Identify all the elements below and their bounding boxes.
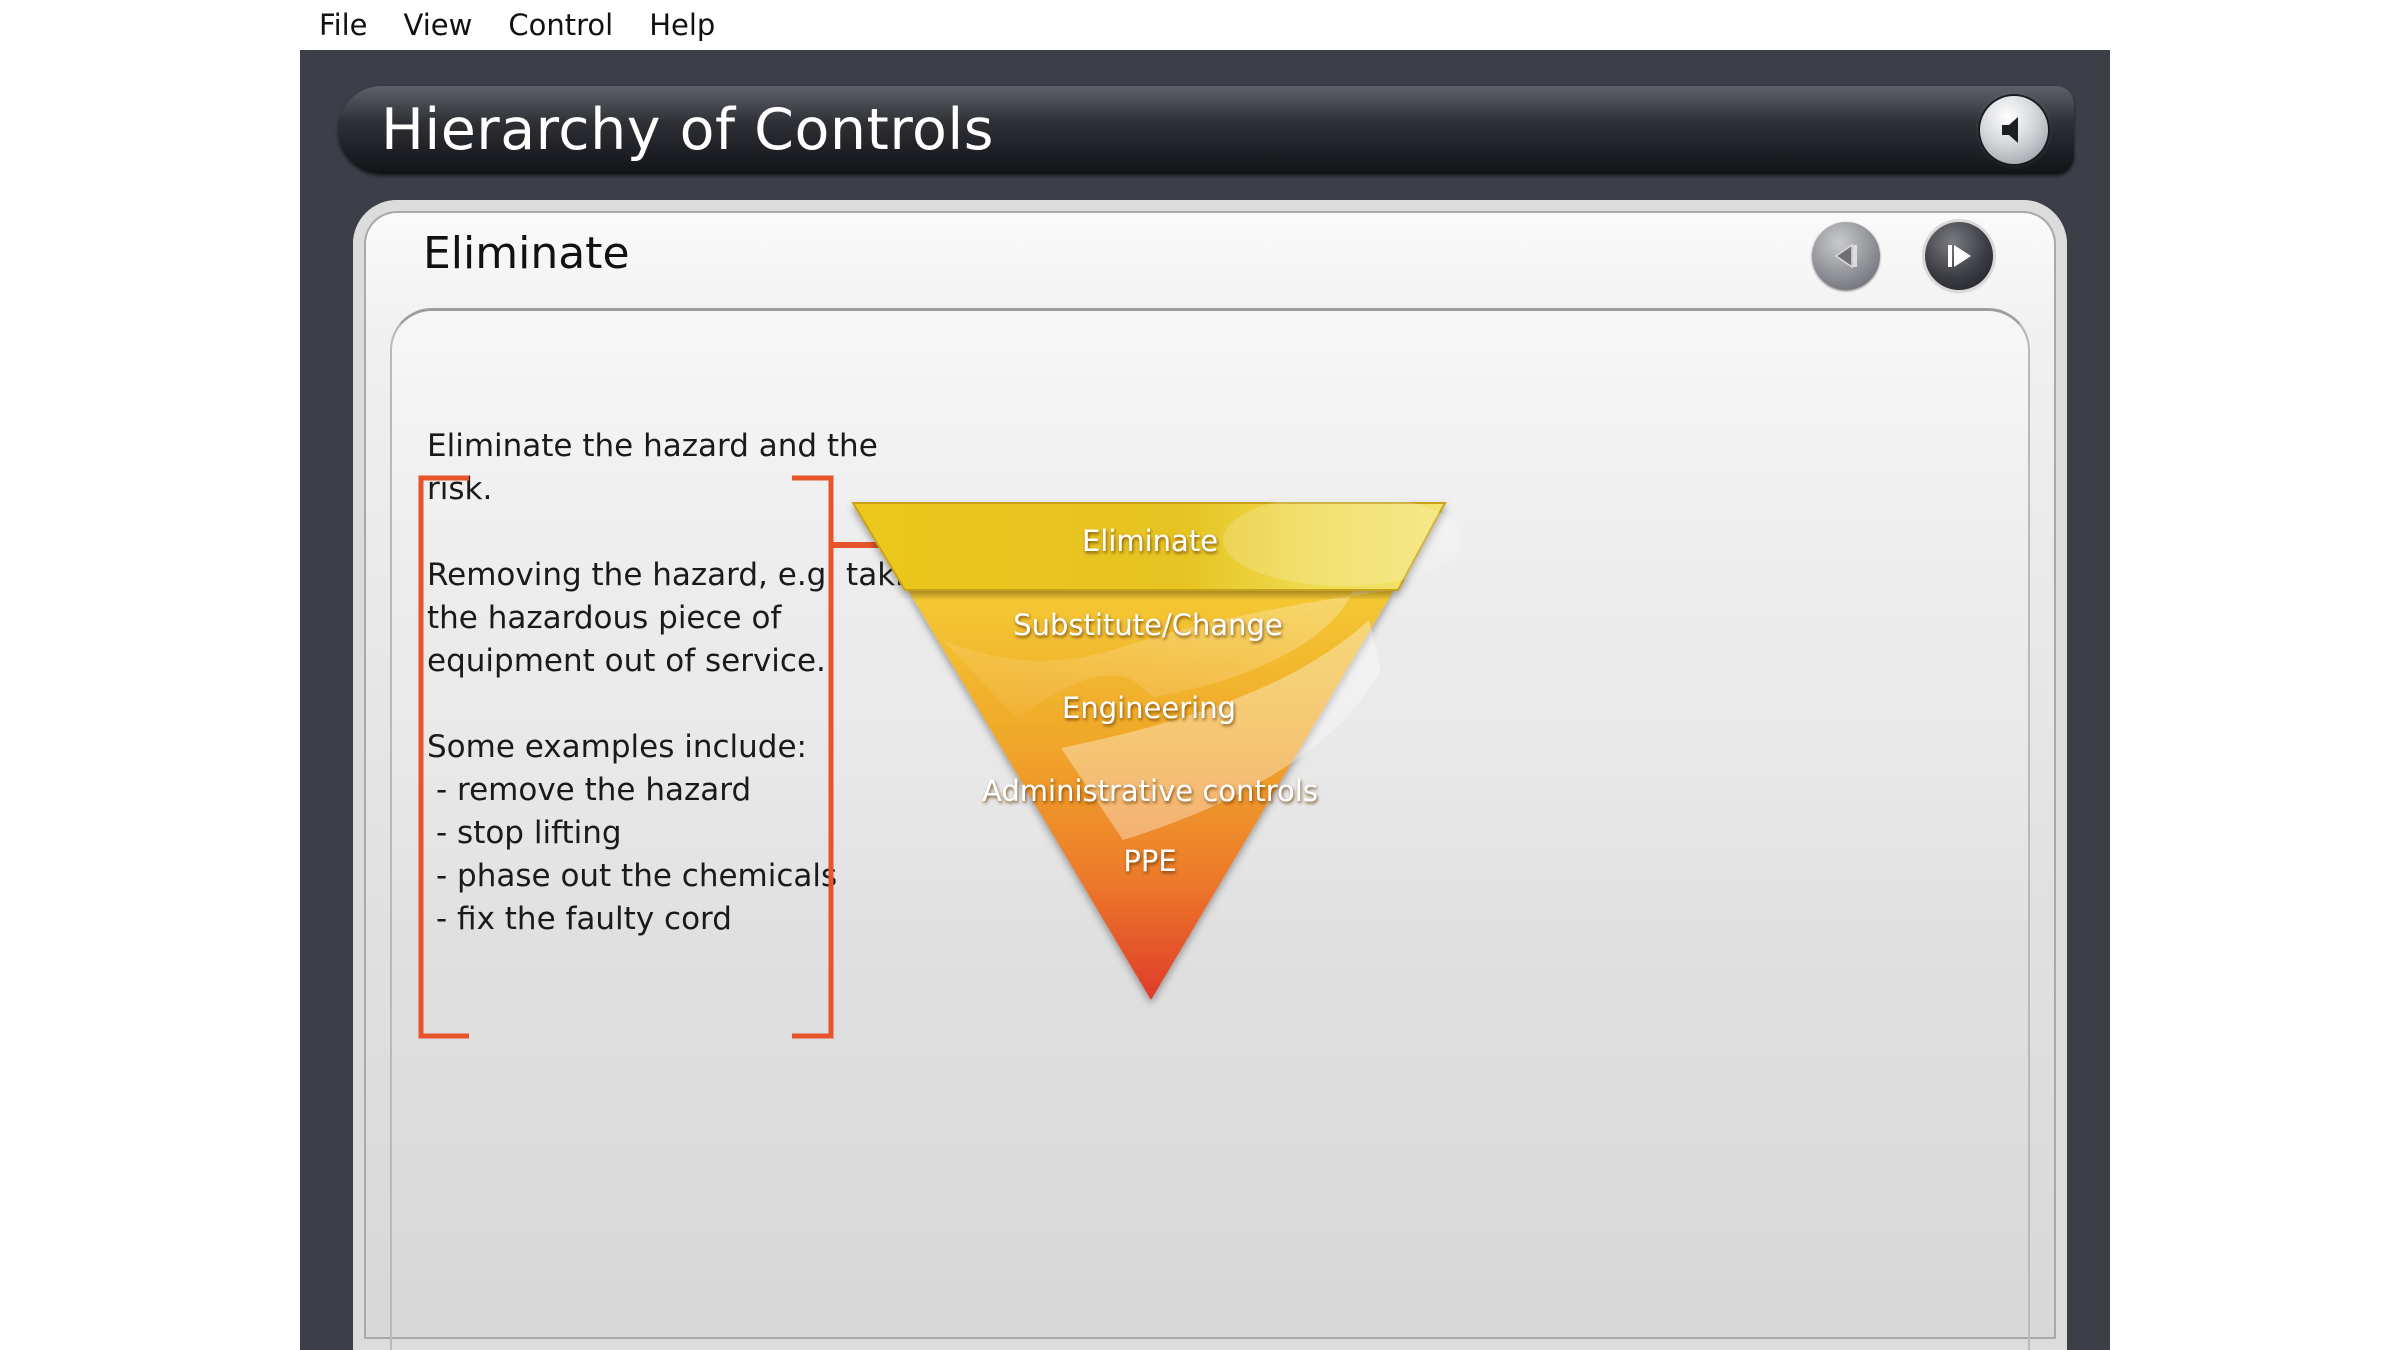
slide-title: Eliminate (423, 228, 630, 279)
next-icon (1948, 245, 1971, 267)
description-intro: Eliminate the hazard and the risk. (427, 428, 878, 507)
course-title: Hierarchy of Controls (381, 97, 994, 163)
list-item: - fix the faulty cord (436, 901, 732, 937)
speaker-icon (2002, 117, 2018, 143)
pyramid-level-eliminate (851, 502, 1447, 591)
title-bar: Hierarchy of Controls (338, 86, 2074, 174)
next-button[interactable] (1925, 222, 1993, 290)
list-item: - phase out the chemicals (436, 858, 838, 894)
description-text: Eliminate the hazard and the risk. Remov… (427, 425, 947, 941)
menu-control[interactable]: Control (508, 8, 614, 42)
previous-button[interactable] (1812, 222, 1880, 290)
menu-file[interactable]: File (319, 8, 368, 42)
description-detail: Removing the hazard, e.g. taking the haz… (427, 557, 944, 679)
menu-help[interactable]: Help (649, 8, 716, 42)
menu-view[interactable]: View (403, 8, 473, 42)
examples-heading: Some examples include: (427, 729, 807, 765)
content-frame: Eliminate Eliminate the hazard and the r… (353, 200, 2067, 1350)
menu-bar: File View Control Help (300, 0, 2110, 50)
pyramid-label-substitute: Substitute/Change (1013, 608, 1283, 642)
player-window: Hierarchy of Controls Eliminate Eliminat… (300, 50, 2110, 1350)
description-bracket (418, 475, 895, 1039)
hierarchy-pyramid: Eliminate Substitute/Change Engineering … (418, 475, 1463, 1039)
list-item: - stop lifting (436, 815, 622, 851)
list-item: - remove the hazard (436, 772, 752, 808)
pyramid-label-engineering: Engineering (1062, 691, 1236, 725)
previous-icon (1834, 243, 1857, 269)
pyramid-label-ppe: PPE (1123, 844, 1176, 878)
pyramid-label-administrative: Administrative controls (982, 774, 1318, 808)
pyramid-label-eliminate: Eliminate (1082, 524, 1218, 558)
audio-button[interactable] (1980, 96, 2048, 164)
